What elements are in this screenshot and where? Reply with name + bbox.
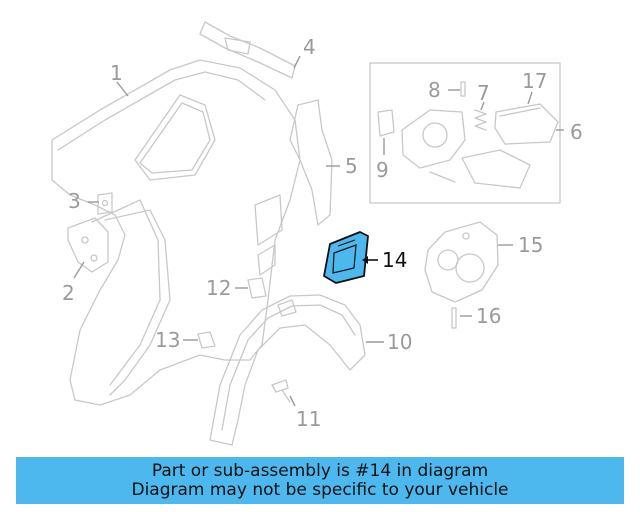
callout-14-highlighted: 14 [382, 248, 407, 272]
callout-11: 11 [296, 407, 321, 431]
callout-3: 3 [68, 189, 81, 213]
part-1-quarter-panel[interactable] [51, 59, 301, 406]
part-4-rail[interactable] [199, 21, 296, 79]
callout-15: 15 [518, 233, 543, 257]
callout-10: 10 [387, 330, 412, 354]
callout-17: 17 [522, 69, 547, 93]
part-17-fuel-door[interactable] [499, 107, 541, 117]
callout-7: 7 [477, 81, 490, 105]
callout-8: 8 [428, 78, 441, 102]
part-15-filler-housing[interactable] [424, 221, 499, 303]
part-8-pin[interactable] [460, 81, 466, 97]
part-14-highlighted[interactable] [323, 231, 369, 284]
banner-line-part-note: Part or sub-assembly is #14 in diagram [151, 460, 489, 481]
callout-16: 16 [476, 304, 501, 328]
callout-2: 2 [62, 281, 75, 305]
callout-4: 4 [303, 35, 316, 59]
part-16-pin[interactable] [451, 307, 457, 329]
banner-line-disclaimer: Diagram may not be specific to your vehi… [131, 479, 509, 500]
leader-lines [73, 55, 564, 407]
part-11-screw[interactable] [271, 379, 291, 403]
info-banner: Part or sub-assembly is #14 in diagram D… [16, 457, 624, 504]
parts-diagram: 1 2 3 4 5 6 7 8 9 10 11 12 13 14 15 16 1… [51, 21, 583, 446]
part-9-actuator[interactable] [377, 109, 395, 137]
callout-9: 9 [376, 158, 389, 182]
part-12-clip[interactable] [247, 277, 267, 299]
callout-13: 13 [155, 328, 180, 352]
callout-5: 5 [345, 154, 358, 178]
part-2-bracket[interactable] [67, 217, 109, 273]
part-13-plug[interactable] [197, 331, 216, 349]
part-7-spring[interactable] [474, 109, 487, 131]
callout-12: 12 [206, 276, 231, 300]
part-5-reinforcement[interactable] [289, 99, 333, 226]
callout-1: 1 [110, 61, 123, 85]
part-10-wheel-liner[interactable] [209, 294, 366, 446]
callout-6: 6 [570, 120, 583, 144]
part-3-clip[interactable] [97, 192, 113, 215]
part-6-fuel-door-assembly-box[interactable] [369, 62, 561, 204]
